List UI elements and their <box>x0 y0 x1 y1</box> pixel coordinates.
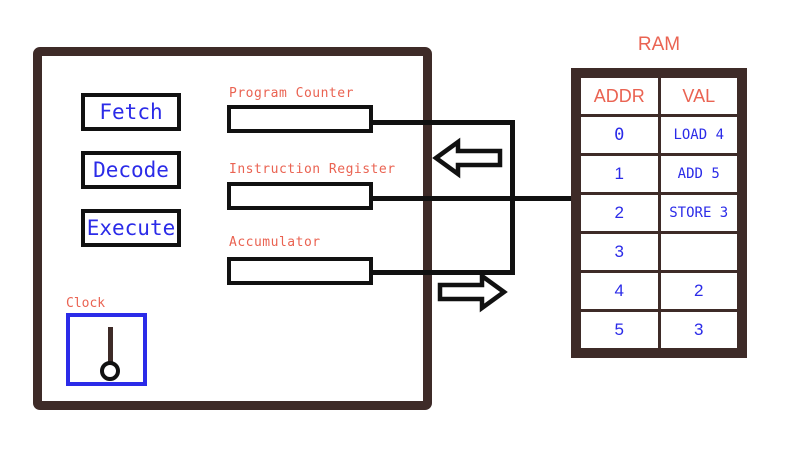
table-row[interactable]: 0 LOAD 4 <box>581 117 737 153</box>
stage-box-execute[interactable]: Execute <box>81 209 181 247</box>
ram-cell-addr: 0 <box>581 117 658 153</box>
read-arrow-left-icon <box>432 137 503 179</box>
bus-wire-instruction-register <box>371 196 587 201</box>
register-label-instruction-register: Instruction Register <box>229 162 396 177</box>
ram-cell-addr: 3 <box>581 234 658 270</box>
ram-cell-val: ADD 5 <box>660 156 737 192</box>
register-slot-program-counter[interactable] <box>227 105 373 133</box>
stage-box-decode[interactable]: Decode <box>81 151 181 189</box>
register-label-accumulator: Accumulator <box>229 235 321 250</box>
cpu-enclosure <box>33 47 432 410</box>
ram-cell-addr: 5 <box>581 312 658 348</box>
table-row[interactable]: 5 3 <box>581 312 737 348</box>
stage-label-execute: Execute <box>86 216 176 240</box>
bus-wire-trunk <box>510 120 515 275</box>
table-row[interactable]: 1 ADD 5 <box>581 156 737 192</box>
ram-header-row: ADDR VAL <box>581 78 737 114</box>
table-row[interactable]: 4 2 <box>581 273 737 309</box>
clock-bob-icon <box>100 361 120 381</box>
ram-column-header-addr: ADDR <box>581 78 658 114</box>
ram-cell-val: 3 <box>660 312 737 348</box>
ram-cell-val <box>660 234 737 270</box>
ram-table: ADDR VAL 0 LOAD 4 1 ADD 5 2 STORE 3 3 <box>571 68 747 358</box>
ram-cell-addr: 1 <box>581 156 658 192</box>
table-row[interactable]: 2 STORE 3 <box>581 195 737 231</box>
ram-column-header-val: VAL <box>660 78 737 114</box>
ram-cell-addr: 2 <box>581 195 658 231</box>
ram-cell-val: STORE 3 <box>660 195 737 231</box>
ram-cell-val: LOAD 4 <box>660 117 737 153</box>
stage-box-fetch[interactable]: Fetch <box>81 93 181 131</box>
clock-pendulum-icon <box>108 327 113 368</box>
ram-cell-addr: 4 <box>581 273 658 309</box>
clock-label: Clock <box>66 296 106 311</box>
register-slot-accumulator[interactable] <box>227 257 373 285</box>
stage-label-decode: Decode <box>93 158 169 182</box>
table-row[interactable]: 3 <box>581 234 737 270</box>
ram-cell-val: 2 <box>660 273 737 309</box>
register-label-program-counter: Program Counter <box>229 86 354 101</box>
clock-box[interactable] <box>66 313 147 386</box>
bus-wire-program-counter <box>371 120 515 125</box>
stage-label-fetch: Fetch <box>99 100 163 124</box>
ram-title: RAM <box>637 34 681 55</box>
register-slot-instruction-register[interactable] <box>227 182 373 210</box>
bus-wire-accumulator <box>371 270 515 275</box>
write-arrow-right-icon <box>437 271 508 313</box>
